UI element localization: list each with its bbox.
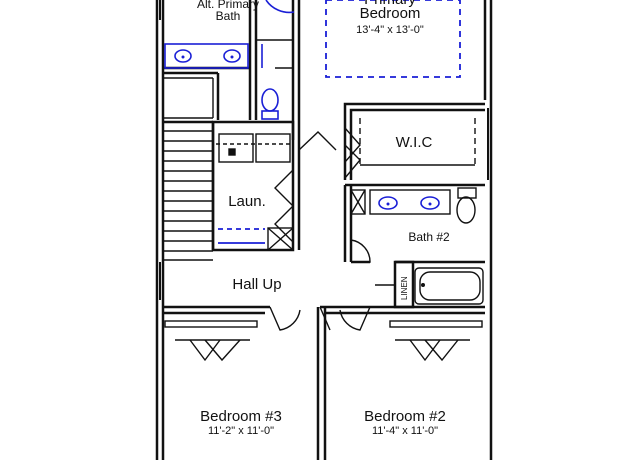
floor-drain-icon: [267, 227, 294, 251]
primary-bedroom-label-line2: Bedroom: [360, 5, 421, 22]
bedroom2-dimensions: 11'-4" x 11'-0": [372, 425, 438, 437]
alt-primary-bath-label-line2: Bath: [216, 9, 241, 23]
bedroom2-label: Bedroom #2: [364, 408, 446, 425]
primary-bedroom-tray-ceiling: [325, 0, 461, 78]
laundry-fixtures: [216, 133, 294, 251]
alt-bath-fixtures: [164, 0, 295, 120]
bedroom3-label: Bedroom #3: [200, 408, 282, 425]
sink-icon: [174, 49, 192, 63]
doors: [189, 127, 459, 362]
primary-bedroom-dimensions: 13'-4" x 13'-0": [356, 24, 424, 36]
sink-icon: [420, 196, 440, 210]
hall-label: Hall Up: [232, 276, 281, 293]
laundry-label: Laun.: [228, 193, 266, 210]
sink-icon: [223, 49, 241, 63]
stairs: [163, 77, 214, 261]
closet-shelves: [164, 118, 483, 341]
windows: [159, 0, 489, 300]
sink-icon: [378, 196, 398, 210]
linen-label: LINEN: [400, 276, 409, 300]
washer-icon: [218, 133, 254, 163]
dryer-icon: [255, 133, 291, 163]
toilet-icon: [261, 88, 279, 120]
primary-bedroom-label: Primary: [364, 0, 416, 8]
toilet-icon: [456, 187, 477, 224]
bath2-fixtures: [350, 187, 484, 305]
wic-label: W.I.C: [396, 134, 433, 151]
bath2-label: Bath #2: [408, 230, 450, 244]
bathtub-icon: [414, 267, 484, 305]
bedroom3-dimensions: 11'-2" x 11'-0": [208, 425, 274, 437]
alt-primary-bath-label: Alt. Primary: [197, 0, 259, 11]
